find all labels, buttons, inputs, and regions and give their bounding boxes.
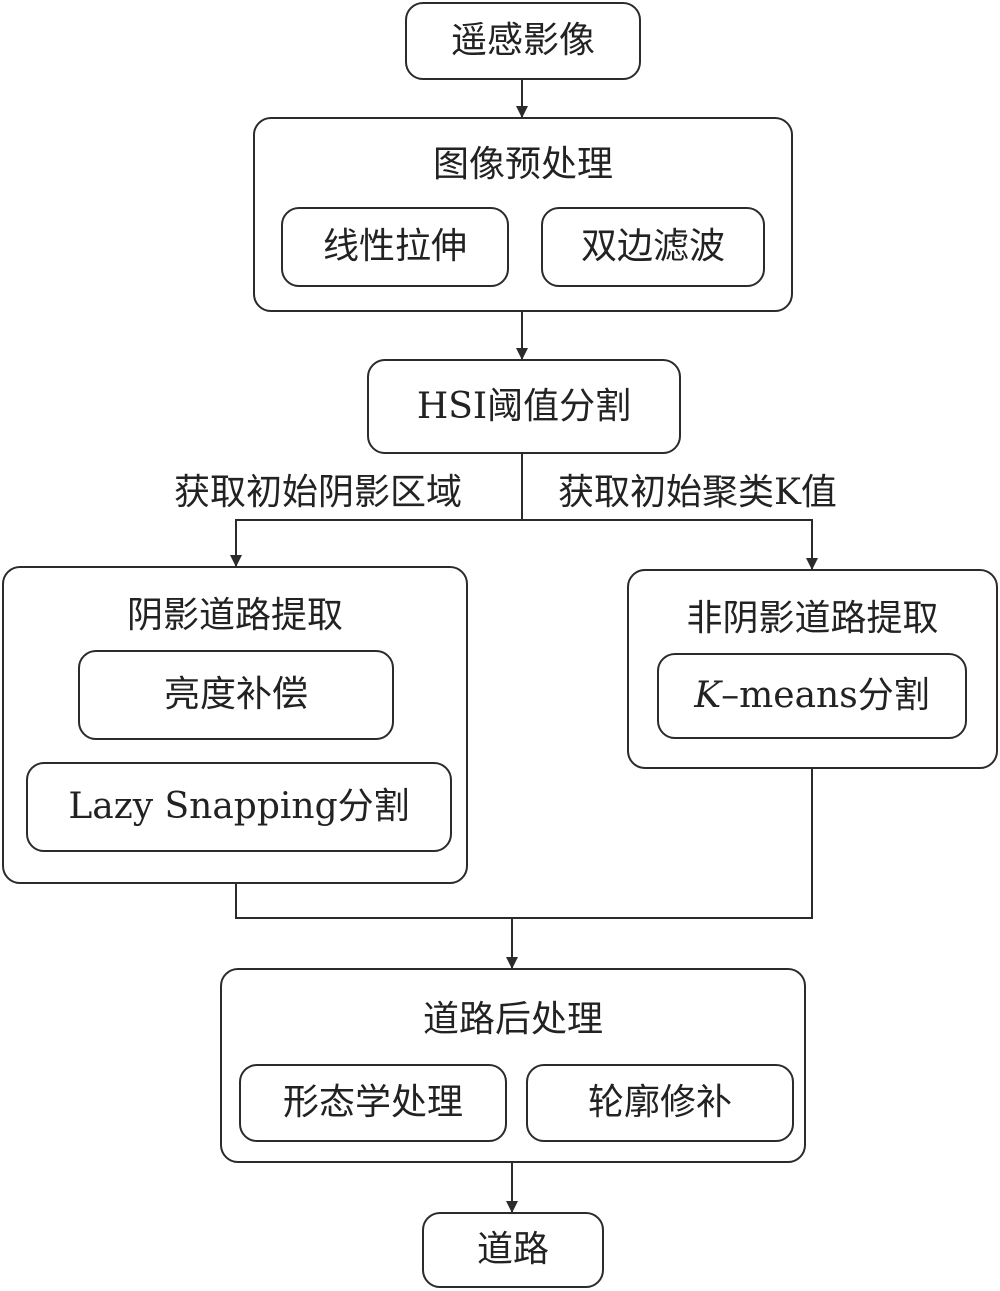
edge-label-left: 获取初始阴影区域 [174, 472, 463, 513]
line-nonshadow-to-merge [512, 769, 813, 919]
group-preprocess-title: 图像预处理 [432, 144, 613, 185]
node-bilateral-filter: 双边滤波 [541, 207, 765, 287]
node-hsi-threshold-label: HSI阈值分割 [416, 385, 632, 427]
node-remote-image-label: 遥感影像 [450, 20, 595, 61]
line-shadow-to-merge [235, 876, 512, 919]
node-brightness-compensation: 亮度补偿 [78, 650, 394, 740]
arrow-to-nonshadow [522, 519, 818, 570]
node-linear-stretch-label: 线性拉伸 [322, 226, 467, 267]
node-kmeans-k: K [694, 675, 722, 716]
node-kmeans: K–means分割 [657, 653, 967, 739]
node-morphology: 形态学处理 [239, 1064, 507, 1142]
group-shadow-road-title: 阴影道路提取 [126, 595, 343, 636]
group-preprocess: 图像预处理 线性拉伸 双边滤波 [253, 117, 793, 312]
group-nonshadow-road-title: 非阴影道路提取 [686, 598, 939, 639]
node-road: 道路 [422, 1212, 604, 1288]
arrow-to-shadow [230, 519, 522, 567]
node-brightness-compensation-label: 亮度补偿 [163, 674, 308, 715]
group-postprocess: 道路后处理 形态学处理 轮廓修补 [220, 968, 806, 1163]
node-remote-image: 遥感影像 [405, 2, 641, 80]
node-lazy-snapping-label: Lazy Snapping分割 [68, 786, 410, 827]
node-contour-repair: 轮廓修补 [526, 1064, 794, 1142]
node-road-label: 道路 [476, 1229, 549, 1270]
node-bilateral-filter-label: 双边滤波 [580, 226, 725, 267]
node-lazy-snapping: Lazy Snapping分割 [26, 762, 452, 852]
edge-label-right: 获取初始聚类K值 [558, 472, 837, 513]
group-shadow-road: 阴影道路提取 亮度补偿 Lazy Snapping分割 [2, 566, 468, 884]
group-postprocess-title: 道路后处理 [422, 999, 603, 1040]
node-hsi-threshold: HSI阈值分割 [367, 359, 681, 454]
node-contour-repair-label: 轮廓修补 [587, 1082, 732, 1123]
node-linear-stretch: 线性拉伸 [281, 207, 509, 287]
group-nonshadow-road: 非阴影道路提取 K–means分割 [627, 569, 998, 769]
node-kmeans-rest: –means分割 [721, 675, 930, 716]
node-kmeans-label: K–means分割 [694, 678, 929, 714]
node-morphology-label: 形态学处理 [282, 1082, 463, 1123]
